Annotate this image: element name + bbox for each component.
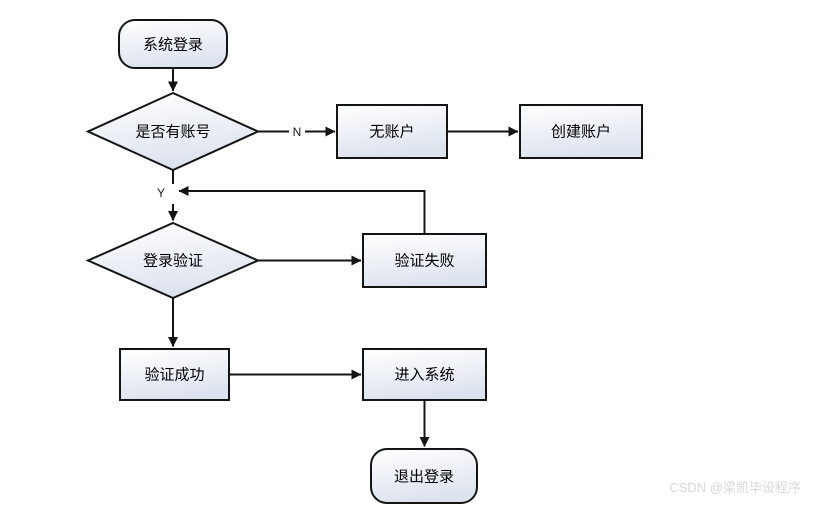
edge-label-n: N xyxy=(293,125,302,139)
process-shape xyxy=(336,104,448,159)
node-has-account: 是否有账号 xyxy=(85,91,261,172)
process-shape xyxy=(362,348,487,401)
decision-shape xyxy=(85,221,261,300)
node-verify-success: 验证成功 xyxy=(119,348,230,401)
terminator-shape xyxy=(370,448,478,504)
decision-shape xyxy=(85,91,261,172)
node-enter-system-label: 进入系统 xyxy=(394,367,454,384)
edge-label-n-backdrop xyxy=(289,124,305,139)
process-shape xyxy=(362,233,487,288)
node-verify-success-label: 验证成功 xyxy=(144,367,204,384)
node-start-label: 系统登录 xyxy=(143,37,203,54)
node-start: 系统登录 xyxy=(118,19,228,69)
node-verify-fail: 验证失败 xyxy=(362,233,487,288)
node-no-account-label: 无账户 xyxy=(369,124,414,141)
node-enter-system: 进入系统 xyxy=(362,348,487,401)
node-has-account-label: 是否有账号 xyxy=(135,124,210,141)
terminator-shape xyxy=(118,19,228,69)
node-login-verify: 登录验证 xyxy=(85,221,261,300)
process-shape xyxy=(519,104,643,159)
node-logout-label: 退出登录 xyxy=(394,469,454,486)
edge-verifyfail-to-loginverify-feedback xyxy=(178,186,426,234)
node-login-verify-label: 登录验证 xyxy=(143,253,203,270)
node-logout: 退出登录 xyxy=(370,448,478,504)
node-create-account: 创建账户 xyxy=(519,104,643,159)
csdn-watermark: CSDN @梁凯毕设程序 xyxy=(669,480,801,495)
node-verify-fail-label: 验证失败 xyxy=(394,253,454,270)
node-create-account-label: 创建账户 xyxy=(551,124,611,141)
node-no-account: 无账户 xyxy=(336,104,448,159)
edge-label-y: Y xyxy=(157,186,165,200)
process-shape xyxy=(119,348,230,401)
